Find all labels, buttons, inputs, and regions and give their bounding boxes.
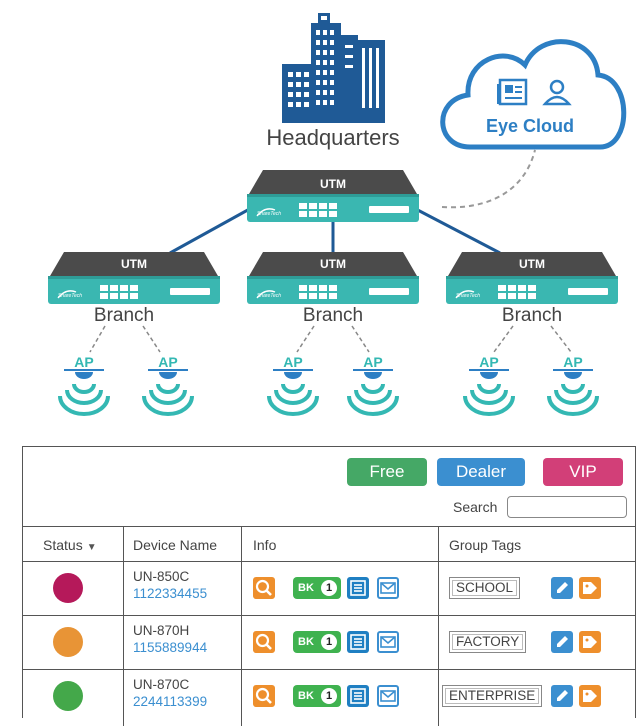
divider: [23, 669, 635, 670]
device-name: UN-850C: [133, 569, 190, 584]
tag-icon[interactable]: [579, 631, 601, 653]
headquarters-building-icon: [282, 13, 385, 123]
bk-badge-label: BK: [298, 690, 314, 702]
status-header-label: Status: [43, 537, 83, 553]
branch-utm-label: UTM: [519, 257, 545, 271]
access-point-icon: AP: [463, 354, 515, 416]
bk-badge[interactable]: BK 1: [293, 631, 341, 653]
device-name: UN-870C: [133, 677, 190, 692]
cloud-label: Eye Cloud: [486, 116, 574, 136]
bk-badge-count: 1: [321, 634, 337, 650]
link-hq-branch-left: [169, 204, 256, 255]
hq-utm-device: UTM: [246, 169, 420, 223]
mail-icon[interactable]: [377, 685, 399, 707]
search-label: Search: [453, 499, 498, 515]
group-tag: FACTORY: [449, 631, 527, 653]
ap-label: AP: [363, 354, 382, 370]
bk-badge[interactable]: BK 1: [293, 685, 341, 707]
branch-utm-label: UTM: [320, 257, 346, 271]
edit-icon[interactable]: [551, 685, 573, 707]
search-input[interactable]: [507, 496, 627, 518]
link-cloud: [441, 149, 536, 209]
list-icon[interactable]: [347, 631, 369, 653]
branch-utm-device-right: UTM: [445, 251, 619, 305]
status-indicator: [53, 627, 83, 657]
list-icon[interactable]: [347, 685, 369, 707]
ap-label: AP: [74, 354, 93, 370]
ap-label: AP: [479, 354, 498, 370]
ap-label: AP: [283, 354, 302, 370]
access-point-icon: AP: [267, 354, 319, 416]
divider: [23, 615, 635, 616]
device-serial-link[interactable]: 1155889944: [133, 640, 208, 655]
mail-icon[interactable]: [377, 577, 399, 599]
status-indicator: [53, 681, 83, 711]
status-indicator: [53, 573, 83, 603]
group-tag: ENTERPRISE: [442, 685, 543, 707]
branch-utm-device-left: UTM: [47, 251, 221, 305]
sort-down-icon[interactable]: ▼: [86, 542, 97, 553]
link-hq-branch-right: [409, 204, 501, 255]
group-tags-column-header: Group Tags: [449, 537, 522, 553]
free-plan-button[interactable]: Free: [347, 458, 427, 486]
search-icon[interactable]: [253, 631, 275, 653]
tag-icon[interactable]: [579, 577, 601, 599]
bk-badge-count: 1: [321, 688, 337, 704]
access-point-icon: AP: [58, 354, 110, 416]
bk-badge-label: BK: [298, 582, 314, 594]
branch-label: Branch: [502, 305, 562, 326]
access-point-icon: AP: [142, 354, 194, 416]
access-point-icon: AP: [347, 354, 399, 416]
branch-utm-device-center: UTM: [246, 251, 420, 305]
device-serial-link[interactable]: 1122334455: [133, 586, 208, 601]
eye-cloud: Eye Cloud: [440, 39, 627, 150]
mail-icon[interactable]: [377, 631, 399, 653]
document-icon: [497, 78, 528, 106]
branch-utm-label: UTM: [121, 257, 147, 271]
ap-label: AP: [158, 354, 177, 370]
dealer-plan-button[interactable]: Dealer: [437, 458, 525, 486]
column-divider: [123, 526, 124, 726]
branch-label: Branch: [303, 305, 363, 326]
edit-icon[interactable]: [551, 631, 573, 653]
column-divider: [438, 526, 439, 726]
column-divider: [241, 526, 242, 726]
vip-plan-button[interactable]: VIP: [543, 458, 623, 486]
bk-badge-count: 1: [321, 580, 337, 596]
device-name: UN-870H: [133, 623, 190, 638]
divider: [23, 526, 635, 527]
headquarters-label: Headquarters: [266, 125, 399, 150]
device-list-panel: Free Dealer VIP Search Status▼ Device Na…: [22, 446, 636, 726]
ap-label: AP: [563, 354, 582, 370]
bk-badge[interactable]: BK 1: [293, 577, 341, 599]
divider: [23, 561, 635, 562]
user-icon: [542, 79, 572, 106]
access-point-icon: AP: [547, 354, 599, 416]
cloud-icon: [440, 39, 627, 150]
info-column-header: Info: [253, 537, 277, 553]
branch-label: Branch: [94, 305, 154, 326]
bk-badge-label: BK: [298, 636, 314, 648]
list-icon[interactable]: [347, 577, 369, 599]
network-diagram: ShareTech: [47, 13, 627, 416]
status-column-header[interactable]: Status▼: [43, 537, 97, 553]
device-serial-link[interactable]: 2244113399: [133, 694, 208, 709]
group-tag: SCHOOL: [449, 577, 521, 599]
search-icon[interactable]: [253, 577, 275, 599]
device-name-column-header: Device Name: [133, 537, 218, 553]
edit-icon[interactable]: [551, 577, 573, 599]
search-icon[interactable]: [253, 685, 275, 707]
tag-icon[interactable]: [579, 685, 601, 707]
hq-utm-label: UTM: [320, 177, 346, 191]
